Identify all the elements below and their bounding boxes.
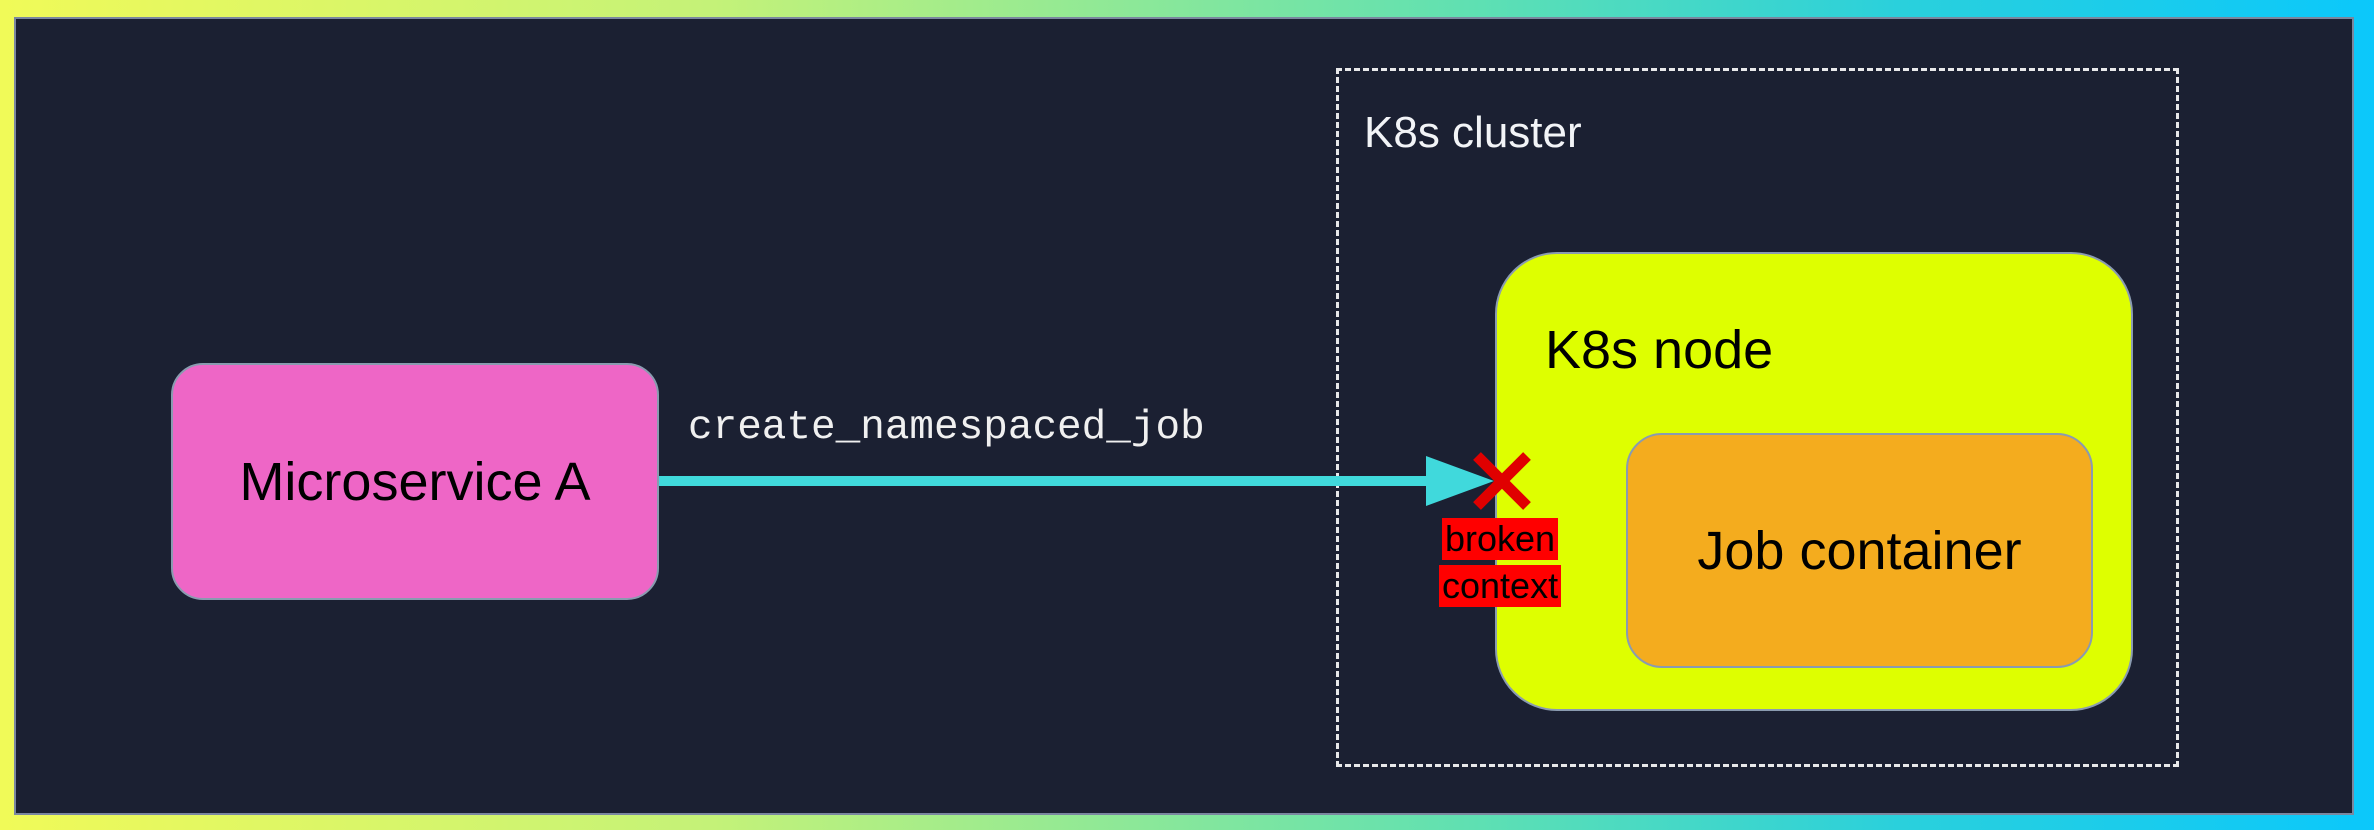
edge-label-create-namespaced-job: create_namespaced_job [688, 405, 1205, 451]
error-label-line-1: broken [1442, 518, 1559, 560]
microservice-a-node[interactable]: Microservice A [171, 363, 659, 600]
job-container-node[interactable]: Job container [1626, 433, 2093, 668]
error-label-line-2: context [1439, 565, 1562, 607]
k8s-cluster-boundary [1336, 68, 2179, 767]
k8s-cluster-label: K8s cluster [1364, 108, 1582, 157]
job-container-label: Job container [1697, 520, 2022, 581]
k8s-node-label: K8s node [1545, 320, 1774, 380]
arrowhead-icon [1426, 456, 1494, 506]
x-mark-icon [1473, 452, 1531, 510]
microservice-a-label: Microservice A [239, 451, 591, 512]
